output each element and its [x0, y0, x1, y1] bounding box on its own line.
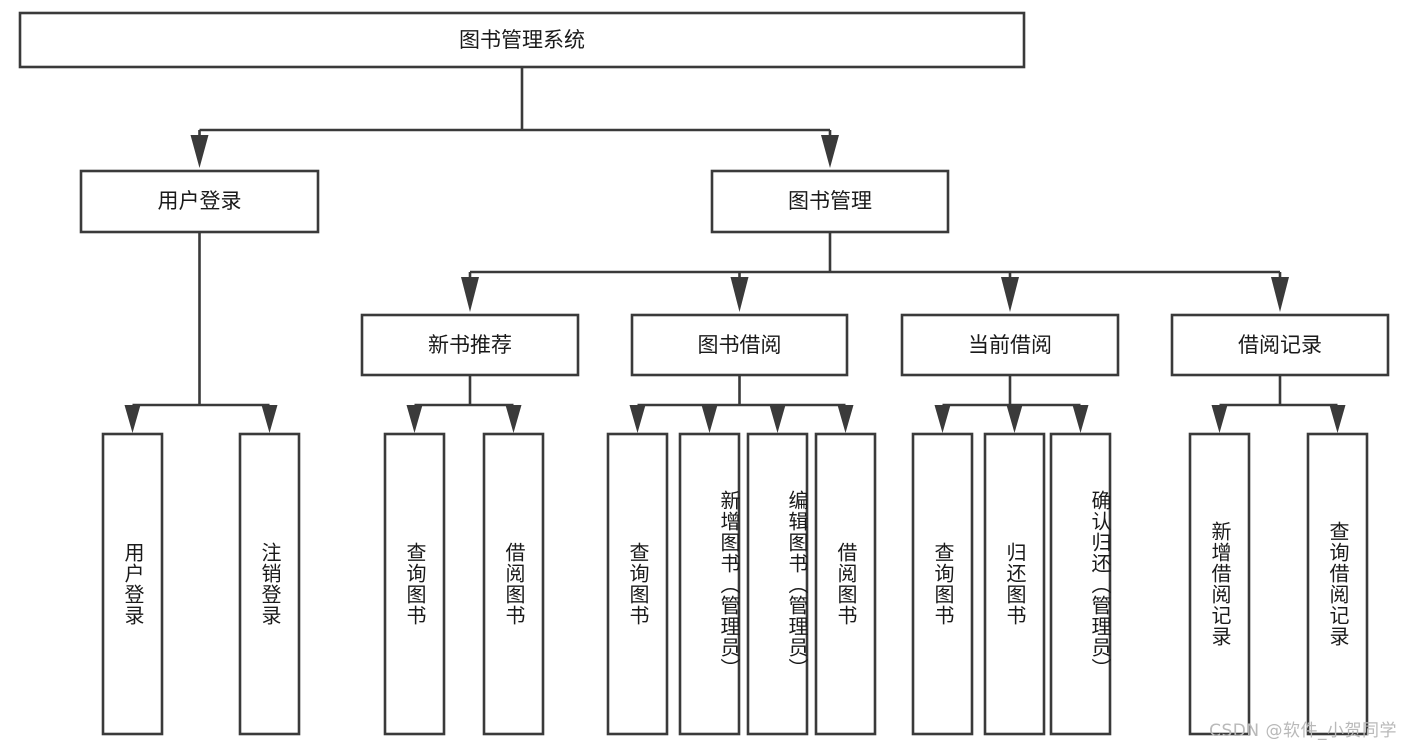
node-borrow-record[interactable]: 借阅记录 — [1170, 313, 1390, 377]
node-root-box[interactable] — [18, 11, 1026, 69]
connector-group-current-borrow-leaves — [934, 375, 1089, 433]
leaf-box-query-book-current[interactable] — [911, 432, 974, 736]
node-new-book-recommend[interactable]: 新书推荐 — [360, 313, 580, 377]
node-book-borrow-label: 图书借阅 — [698, 333, 782, 357]
leaf-boxes-group — [101, 432, 1369, 736]
node-borrow-record-box[interactable] — [1170, 313, 1390, 377]
csdn-watermark: CSDN @软件_小贺同学 — [1209, 721, 1397, 741]
connector-group-book-manage-to-level3 — [461, 232, 1289, 312]
leaf-box-add-book-admin[interactable] — [678, 432, 741, 736]
node-user-login-label: 用户登录 — [158, 189, 242, 213]
leaf-box-query-book-recommend[interactable] — [383, 432, 446, 736]
arrow-head-leaf-confirm-return-admin — [1072, 405, 1089, 433]
arrow-head-leaf-user-login — [124, 405, 141, 433]
node-root-label: 图书管理系统 — [459, 28, 585, 52]
connector-group-user-login-leaves — [124, 232, 278, 433]
arrow-head-leaf-borrow-book-recommend — [505, 405, 522, 433]
arrow-head-leaf-add-borrow-record — [1211, 405, 1228, 433]
node-new-book-recommend-box[interactable] — [360, 313, 580, 377]
arrow-head-user-login — [190, 135, 209, 168]
node-new-book-recommend-label: 新书推荐 — [428, 333, 512, 357]
arrow-head-leaf-borrow-book — [837, 405, 854, 433]
arrow-head-borrow-record — [1271, 277, 1289, 312]
node-book-manage-box[interactable] — [710, 169, 950, 234]
node-book-borrow[interactable]: 图书借阅 — [630, 313, 849, 377]
leaf-box-user-login[interactable] — [101, 432, 164, 736]
arrow-head-leaf-query-book-recommend — [406, 405, 423, 433]
node-book-manage-label: 图书管理 — [788, 189, 872, 213]
node-book-manage[interactable]: 图书管理 — [710, 169, 950, 234]
connector-group-borrow-record-leaves — [1211, 375, 1346, 433]
node-current-borrow-box[interactable] — [900, 313, 1120, 377]
leaf-box-confirm-return-admin[interactable] — [1049, 432, 1112, 736]
leaf-box-edit-book-admin[interactable] — [746, 432, 809, 736]
node-root[interactable]: 图书管理系统 — [18, 11, 1026, 69]
arrow-head-book-borrow — [730, 277, 749, 312]
arrow-head-leaf-query-book-borrow — [629, 405, 646, 433]
node-borrow-record-label: 借阅记录 — [1238, 333, 1322, 357]
arrow-head-leaf-return-book — [1006, 405, 1023, 433]
node-book-borrow-box[interactable] — [630, 313, 849, 377]
leaf-box-borrow-book-recommend[interactable] — [482, 432, 545, 736]
leaf-box-query-borrow-record[interactable] — [1306, 432, 1369, 736]
node-current-borrow[interactable]: 当前借阅 — [900, 313, 1120, 377]
arrow-head-new-book — [461, 277, 479, 312]
connector-group-new-book-leaves — [406, 375, 522, 433]
arrow-head-leaf-logout — [261, 405, 278, 433]
node-current-borrow-label: 当前借阅 — [968, 333, 1052, 357]
leaf-box-return-book[interactable] — [983, 432, 1046, 736]
leaf-box-add-borrow-record[interactable] — [1188, 432, 1251, 736]
arrow-head-leaf-edit-book-admin — [769, 405, 786, 433]
node-user-login-box[interactable] — [79, 169, 320, 234]
leaf-box-logout[interactable] — [238, 432, 301, 736]
connector-group-root-to-level2 — [190, 67, 839, 168]
leaf-box-borrow-book[interactable] — [814, 432, 877, 736]
node-user-login[interactable]: 用户登录 — [79, 169, 320, 234]
arrow-head-leaf-query-book-current — [934, 405, 951, 433]
leaf-box-query-book-borrow[interactable] — [606, 432, 669, 736]
arrow-head-book-manage — [821, 135, 839, 168]
arrow-head-current-borrow — [1001, 277, 1019, 312]
arrow-head-leaf-query-borrow-record — [1329, 405, 1346, 433]
arrow-head-leaf-add-book-admin — [701, 405, 718, 433]
connector-group-book-borrow-leaves — [629, 375, 854, 433]
